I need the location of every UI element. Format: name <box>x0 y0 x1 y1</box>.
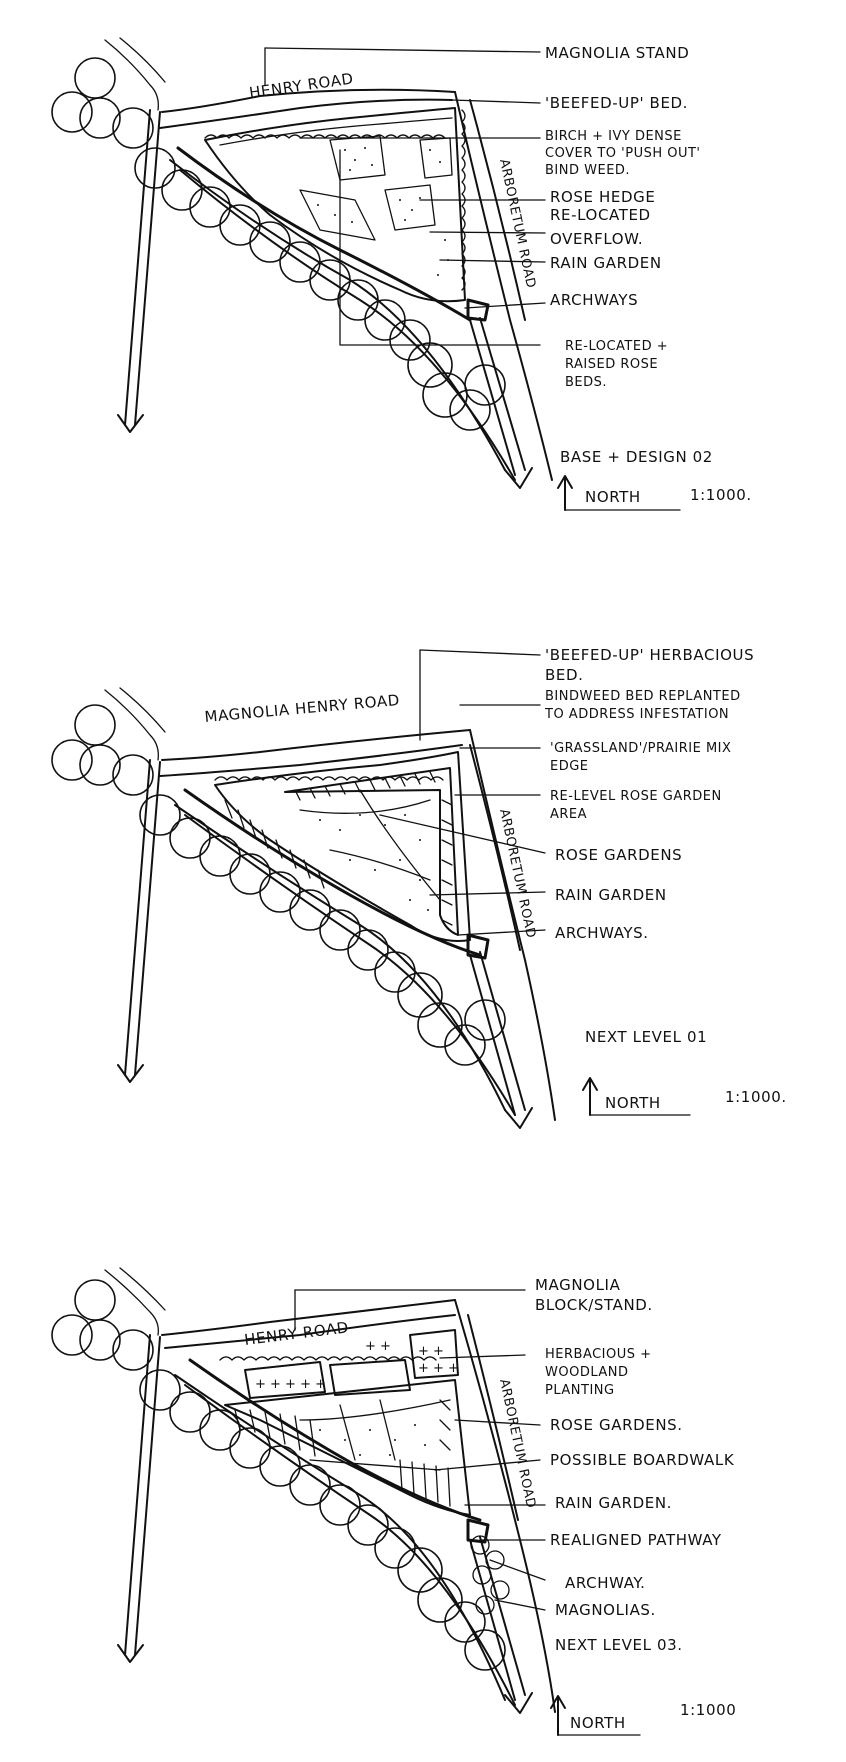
site-sketch <box>51 649 556 1129</box>
plan-title: NEXT LEVEL 03. <box>555 1636 683 1654</box>
label-grassland-2: EDGE <box>550 759 589 774</box>
label-beefed-up-bed: 'BEEFED-UP' BED. <box>545 94 688 112</box>
plan-base-design-02: HENRY ROAD ARBORETUM ROAD MAGNOLIA STAND… <box>51 37 752 511</box>
label-grassland-1: 'GRASSLAND'/PRAIRIE MIX <box>550 741 731 756</box>
leader-lines <box>294 1289 546 1611</box>
svg-text:+ +: + + <box>418 1344 444 1359</box>
hatch-band <box>224 771 453 926</box>
label-bindweed-1: BINDWEED BED REPLANTED <box>545 689 741 704</box>
north-label: NORTH <box>585 488 641 506</box>
svg-text:+ +: + + <box>365 1339 391 1354</box>
svg-text:+ + + + +: + + + + + <box>255 1377 326 1392</box>
plan-title: NEXT LEVEL 01 <box>585 1028 707 1046</box>
scale-label: 1:1000. <box>690 486 752 504</box>
scale-label: 1:1000. <box>725 1088 787 1106</box>
north-label: NORTH <box>605 1094 661 1112</box>
site-sketch: + + + + + + + + + + + + <box>51 1267 556 1714</box>
label-birch-ivy-3: BIND WEED. <box>545 163 630 178</box>
road-label-side: ARBORETUM ROAD <box>496 1378 538 1510</box>
label-relocated-2: RAISED ROSE <box>565 357 658 372</box>
label-herbacious-3: PLANTING <box>545 1383 615 1398</box>
north-arrow <box>582 1077 691 1116</box>
tree-canopy-row <box>51 704 506 1066</box>
label-rose-gardens: ROSE GARDENS. <box>550 1416 683 1434</box>
label-rose-hedge-1: ROSE HEDGE <box>550 188 655 206</box>
label-magnolia-stand: MAGNOLIA STAND <box>545 44 689 62</box>
stipple-texture <box>319 1424 426 1456</box>
north-label: NORTH <box>570 1714 626 1732</box>
label-archways: ARCHWAYS <box>550 291 638 309</box>
label-rose-gardens: ROSE GARDENS <box>555 846 682 864</box>
label-beefed-up-herbacious-1: 'BEEFED-UP' HERBACIOUS <box>545 646 754 664</box>
label-rain-garden: RAIN GARDEN <box>550 254 662 272</box>
label-re-level-1: RE-LEVEL ROSE GARDEN <box>550 789 722 804</box>
road-label-top: MAGNOLIA HENRY ROAD <box>204 691 401 726</box>
label-birch-ivy-2: COVER TO 'PUSH OUT' <box>545 146 701 161</box>
plus-texture: + + + + + + + + + + + + <box>255 1339 459 1392</box>
label-magnolia-2: BLOCK/STAND. <box>535 1296 653 1314</box>
tree-canopy-row <box>51 1279 506 1671</box>
plan-next-level-03: + + + + + + + + + + + + <box>51 1267 736 1736</box>
north-arrow <box>557 475 681 511</box>
label-rain-garden: RAIN GARDEN. <box>555 1494 672 1512</box>
site-sketch <box>51 37 553 489</box>
label-realigned-pathway: REALIGNED PATHWAY <box>550 1531 722 1549</box>
stipple-texture <box>317 147 449 276</box>
stipple-texture <box>319 814 429 911</box>
plan-title: BASE + DESIGN 02 <box>560 448 713 466</box>
north-arrow <box>550 1695 641 1736</box>
plan-next-level-01: MAGNOLIA HENRY ROAD ARBORETUM ROAD 'BEEF… <box>51 646 787 1129</box>
label-rose-hedge-2: RE-LOCATED <box>550 206 651 224</box>
label-magnolias: MAGNOLIAS. <box>555 1601 656 1619</box>
label-re-level-2: AREA <box>550 807 587 822</box>
label-magnolia-1: MAGNOLIA <box>535 1276 621 1294</box>
svg-text:+ + +: + + + <box>418 1361 459 1376</box>
label-archway: ARCHWAY. <box>565 1574 646 1592</box>
label-herbacious-2: WOODLAND <box>545 1365 629 1380</box>
leader-lines <box>379 649 546 936</box>
label-possible-boardwalk: POSSIBLE BOARDWALK <box>550 1451 735 1469</box>
label-archways: ARCHWAYS. <box>555 924 649 942</box>
label-herbacious-1: HERBACIOUS + <box>545 1347 652 1362</box>
scale-label: 1:1000 <box>680 1701 736 1719</box>
label-overflow: OVERFLOW. <box>550 230 643 248</box>
tree-canopy-row <box>51 57 506 431</box>
label-beefed-up-herbacious-2: BED. <box>545 666 584 684</box>
label-birch-ivy-1: BIRCH + IVY DENSE <box>545 129 682 144</box>
label-relocated-1: RE-LOCATED + <box>565 339 668 354</box>
label-rain-garden: RAIN GARDEN <box>555 886 667 904</box>
road-label-top: HENRY ROAD <box>248 70 355 102</box>
label-bindweed-2: TO ADDRESS INFESTATION <box>544 707 729 722</box>
label-relocated-3: BEDS. <box>565 375 607 390</box>
leader-lines <box>264 47 546 346</box>
